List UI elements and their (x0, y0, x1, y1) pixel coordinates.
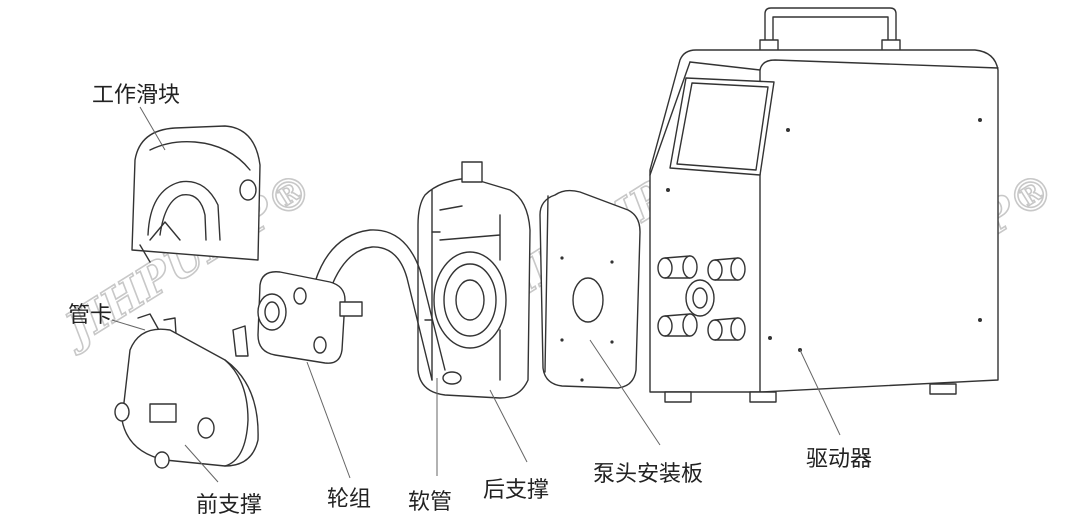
label-tube-clamp: 管卡 (68, 303, 112, 328)
leader-tube-clamp (111, 319, 146, 331)
slider-part (131, 125, 261, 263)
label-front-support: 前支撑 (196, 493, 262, 518)
rear-support (417, 161, 531, 399)
label-roller-assembly: 轮组 (327, 487, 371, 512)
label-slider: 工作滑块 (92, 83, 180, 108)
label-rear-support: 后支撑 (483, 478, 549, 503)
mounting-plate (539, 189, 641, 389)
tubing (314, 229, 446, 381)
leader-slider (139, 106, 166, 151)
label-tubing: 软管 (408, 490, 452, 515)
tube-clamp (137, 313, 177, 335)
label-mounting-plate: 泵头安装板 (593, 462, 703, 487)
front-support (114, 328, 259, 469)
driver-unit (649, 7, 999, 403)
leader-mounting-plate (589, 339, 661, 446)
label-driver: 驱动器 (806, 447, 872, 472)
leader-driver (799, 349, 841, 436)
leader-rear-support (489, 389, 528, 463)
leader-front-support (184, 444, 219, 483)
leader-roller (306, 361, 351, 479)
roller-assembly (232, 271, 363, 364)
